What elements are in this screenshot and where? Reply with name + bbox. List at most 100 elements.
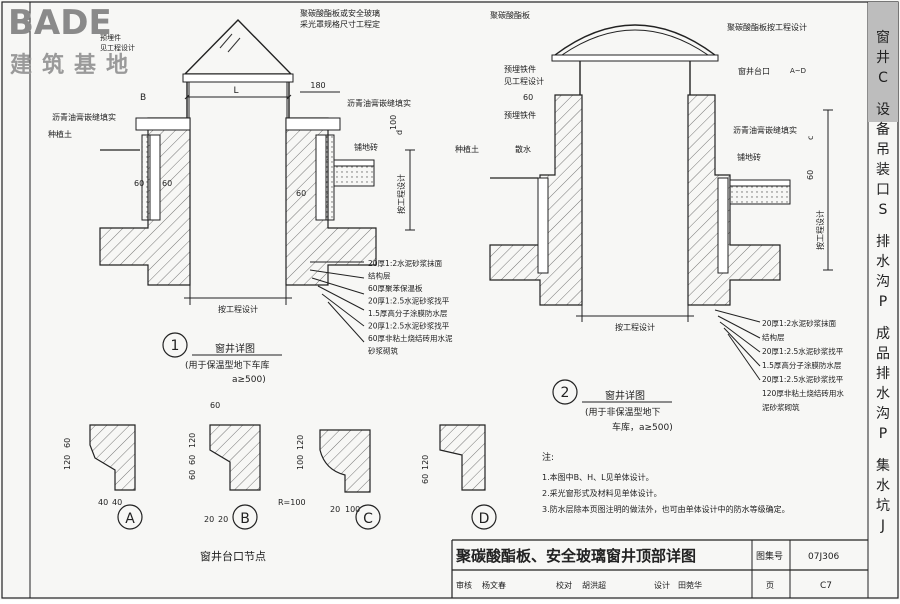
logo-brand: BADE [8,3,112,43]
side-index-item-1-char-5: S [879,202,888,218]
page-label: 页 [766,581,774,590]
detail2-label-cover: 聚碳酸酯板 [490,10,530,20]
atlas-label: 图集号 [756,550,783,562]
detail1-subtitle2: a≥500) [232,375,266,385]
detail1-dim-100: 100 [389,115,398,130]
detail2-dim-bottom: 按工程设计 [615,322,655,332]
logo-tagline: 建筑基地 [10,52,138,78]
side-index-item-3-char-4: 沟 [876,406,890,422]
node-c-dim-3: 20 [330,505,340,514]
detail1-number: 1 [171,338,180,354]
detail1-layer-6: 60厚非粘土烧结砖用水泥 [368,333,453,343]
side-index-item-0-char-0: 窗 [876,29,890,46]
side-index-item-3-char-0: 成 [876,326,890,342]
design-label: 设计 [654,580,670,590]
atlas-number: 07J306 [808,552,840,562]
detail2-dim-60b: 60 [806,170,815,180]
node-a-dim-3: 40 [112,498,122,507]
detail1-skylight-cover [183,19,293,75]
detail2-layer-3: 1.5厚高分子涂膜防水层 [762,360,842,370]
side-index-item-3-char-5: P [879,426,887,442]
detail1-dim-60a: 60 [134,179,144,188]
side-index-item-2-char-1: 水 [876,254,890,270]
node-b-circle [232,504,258,530]
detail2-right-wall [687,94,781,306]
side-index-item-2-char-3: P [879,294,887,310]
detail2-subtitle: (用于非保温型地下 [585,406,661,418]
detail1-label-pre-embed: 预埋件 [100,33,121,42]
node-c-dim-4: 100 [345,505,360,514]
notes-heading: 注: [542,451,554,463]
detail1-subtitle: (用于保温型地下车库 [185,359,270,371]
check-label: 校对 [556,580,572,590]
detail2-label-c: c [806,136,815,140]
detail1-label-per-design: 按工程设计 [396,174,406,214]
detail2-label-sill-ref: A~D [790,67,806,75]
detail2-label-apron: 散水 [515,144,531,154]
side-index-item-1-char-4: 口 [876,182,890,198]
node-d-dim-0: 120 [421,455,430,470]
detail1-dim-60c: 60 [296,189,306,198]
detail2-dim-60a: 60 [523,93,533,102]
side-index-item-4-char-3: J [880,518,885,534]
side-index-item-4-char-2: 坑 [876,498,890,514]
node-b-dim-5: 20 [218,515,228,524]
designer-name: 田菀华 [678,580,702,590]
node-b-shape [209,424,261,491]
text-layer: 聚碳酸酯板或安全玻璃采光罩规格尺寸工程定BL180沥青油膏嵌缝填实沥青油膏嵌缝填… [48,8,844,591]
detail1-dim-60b: 60 [162,179,172,188]
detail2-layer-5: 120厚非粘土烧结砖用水 [762,388,844,398]
node-a-dim-1: 120 [63,455,72,470]
checker-name: 胡洪超 [582,580,606,590]
node-a-shape [89,424,136,491]
side-index-item-3-char-2: 排 [876,366,890,382]
node-b-dim-0: 60 [210,401,220,410]
node-a-circle [117,504,143,530]
title-block-frame [451,539,868,598]
page-number: C7 [820,581,832,591]
detail1-layer-0: 20厚1:2水泥砂浆抹面 [368,258,443,268]
detail2-label-sill: 窗井台口 [738,66,770,76]
detail1-layer-3: 20厚1:2.5水泥砂浆找平 [368,296,450,306]
review-label: 审核 [456,580,472,590]
side-index-item-1-char-3: 装 [876,162,890,178]
node-d-shape [439,424,486,491]
detail1-frame-top [182,73,294,83]
side-index-highlight [868,2,898,122]
detail1-number-circle [162,332,188,358]
node-a-dim-0: 60 [63,438,72,448]
node-c-dim-1: 120 [296,435,305,450]
node-b-letter: B [240,511,250,527]
detail-1-drawing [99,19,415,358]
drawing-title: 聚碳酸酯板、安全玻璃窗井顶部详图 [455,547,696,565]
detail1-label-cover: 聚碳酸酯板或安全玻璃 [300,8,380,18]
side-index-item-3-char-3: 水 [876,386,890,402]
node-b-dim-1: 60 [188,470,197,480]
detail1-dim-180: 180 [310,81,325,90]
detail2-label-cover-note: 聚碳酸酯板按工程设计 [727,22,807,32]
detail1-right-coping [285,117,341,131]
detail1-label-d: d [395,130,404,135]
detail2-layer-6: 泥砂浆砌筑 [762,402,800,412]
node-c-dim-2: R=100 [278,498,306,507]
node-a-letter: A [125,511,135,527]
detail1-title: 窗井详图 [215,342,255,355]
detail2-label-soil: 种植土 [455,144,479,154]
detail2-dome-cover [554,24,716,56]
node-c-circle [355,504,381,530]
node-c-shape [319,429,371,493]
detail2-layer-4: 20厚1:2.5水泥砂浆找平 [762,374,844,384]
node-d-dim-1: 60 [421,474,430,484]
side-index-item-0-char-2: C [878,70,888,86]
detail1-label-paving: 铺地砖 [354,142,378,152]
detail2-title: 窗井详图 [605,389,645,402]
node-b-dim-2: 60 [188,455,197,465]
detail1-left-coping [135,117,191,131]
detail1-layer-5: 20厚1:2.5水泥砂浆找平 [368,321,450,331]
detail1-layer-7: 砂浆砌筑 [368,346,398,356]
detail2-subtitle2: 车库，a≥500) [612,421,673,433]
